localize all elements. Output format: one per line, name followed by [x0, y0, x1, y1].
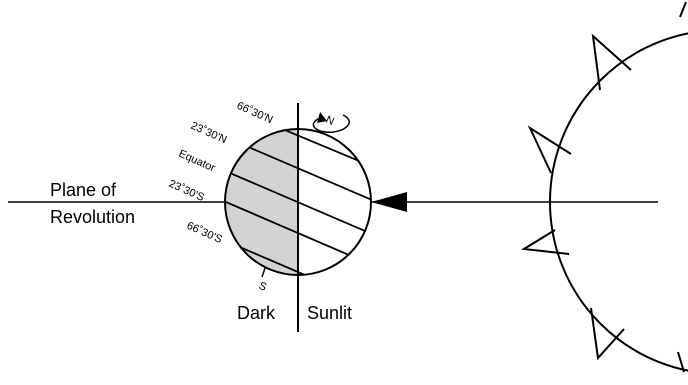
sun: [520, 1, 688, 373]
rotation-arrowhead: [317, 112, 327, 123]
equator-label: Equator: [177, 148, 217, 175]
sun-ray-arrow-icon: [371, 192, 407, 212]
latitude-label-23-30-n: 23˚30'N: [189, 120, 229, 147]
latitude-66-30-s: [225, 229, 341, 275]
earth: [224, 103, 372, 332]
sun-ray: [590, 307, 625, 361]
dark-label: Dark: [237, 303, 276, 323]
rotation-arc: [312, 114, 350, 133]
latitude-66-30-n: [255, 129, 371, 179]
latitude-label-66-30-s: 66˚30'S: [185, 220, 224, 246]
south-pole-tick: [261, 267, 266, 278]
south-pole-label: S: [257, 280, 269, 294]
latitude-label-66-30-n: 66˚30'N: [235, 100, 275, 127]
rotation-arrow-icon: [312, 112, 350, 133]
north-pole-label: N: [324, 114, 336, 128]
sun-ray: [527, 125, 572, 174]
sun-ray: [520, 229, 570, 255]
sunlit-label: Sunlit: [307, 303, 352, 323]
latitude-label-23-30-s: 23˚30'S: [167, 178, 206, 204]
sun-ray: [591, 33, 632, 91]
latitude-23-30-n: [231, 139, 371, 213]
sun-ray: [679, 1, 687, 18]
plane-of-revolution-label-line2: Revolution: [50, 207, 135, 227]
sun-ray: [677, 351, 685, 373]
plane-of-revolution-label-line1: Plane of: [50, 180, 117, 200]
